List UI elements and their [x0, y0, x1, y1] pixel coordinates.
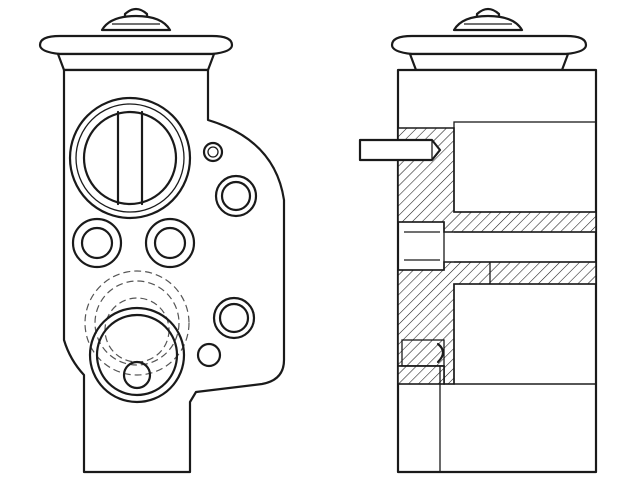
side-section-view [358, 7, 598, 474]
seal-ring [202, 141, 224, 163]
mount-holes [196, 174, 258, 368]
cap-flange [38, 34, 234, 72]
inlet-port [71, 217, 123, 269]
cap-flange [390, 34, 588, 72]
upper-port [68, 96, 192, 220]
bulb-cap [100, 7, 172, 32]
pin [358, 138, 442, 162]
lower-port [84, 270, 190, 404]
front-view [38, 7, 286, 474]
valve-body [62, 68, 286, 474]
outlet-port [144, 217, 196, 269]
bulb-cap [452, 7, 524, 32]
internal-channels [397, 121, 597, 472]
